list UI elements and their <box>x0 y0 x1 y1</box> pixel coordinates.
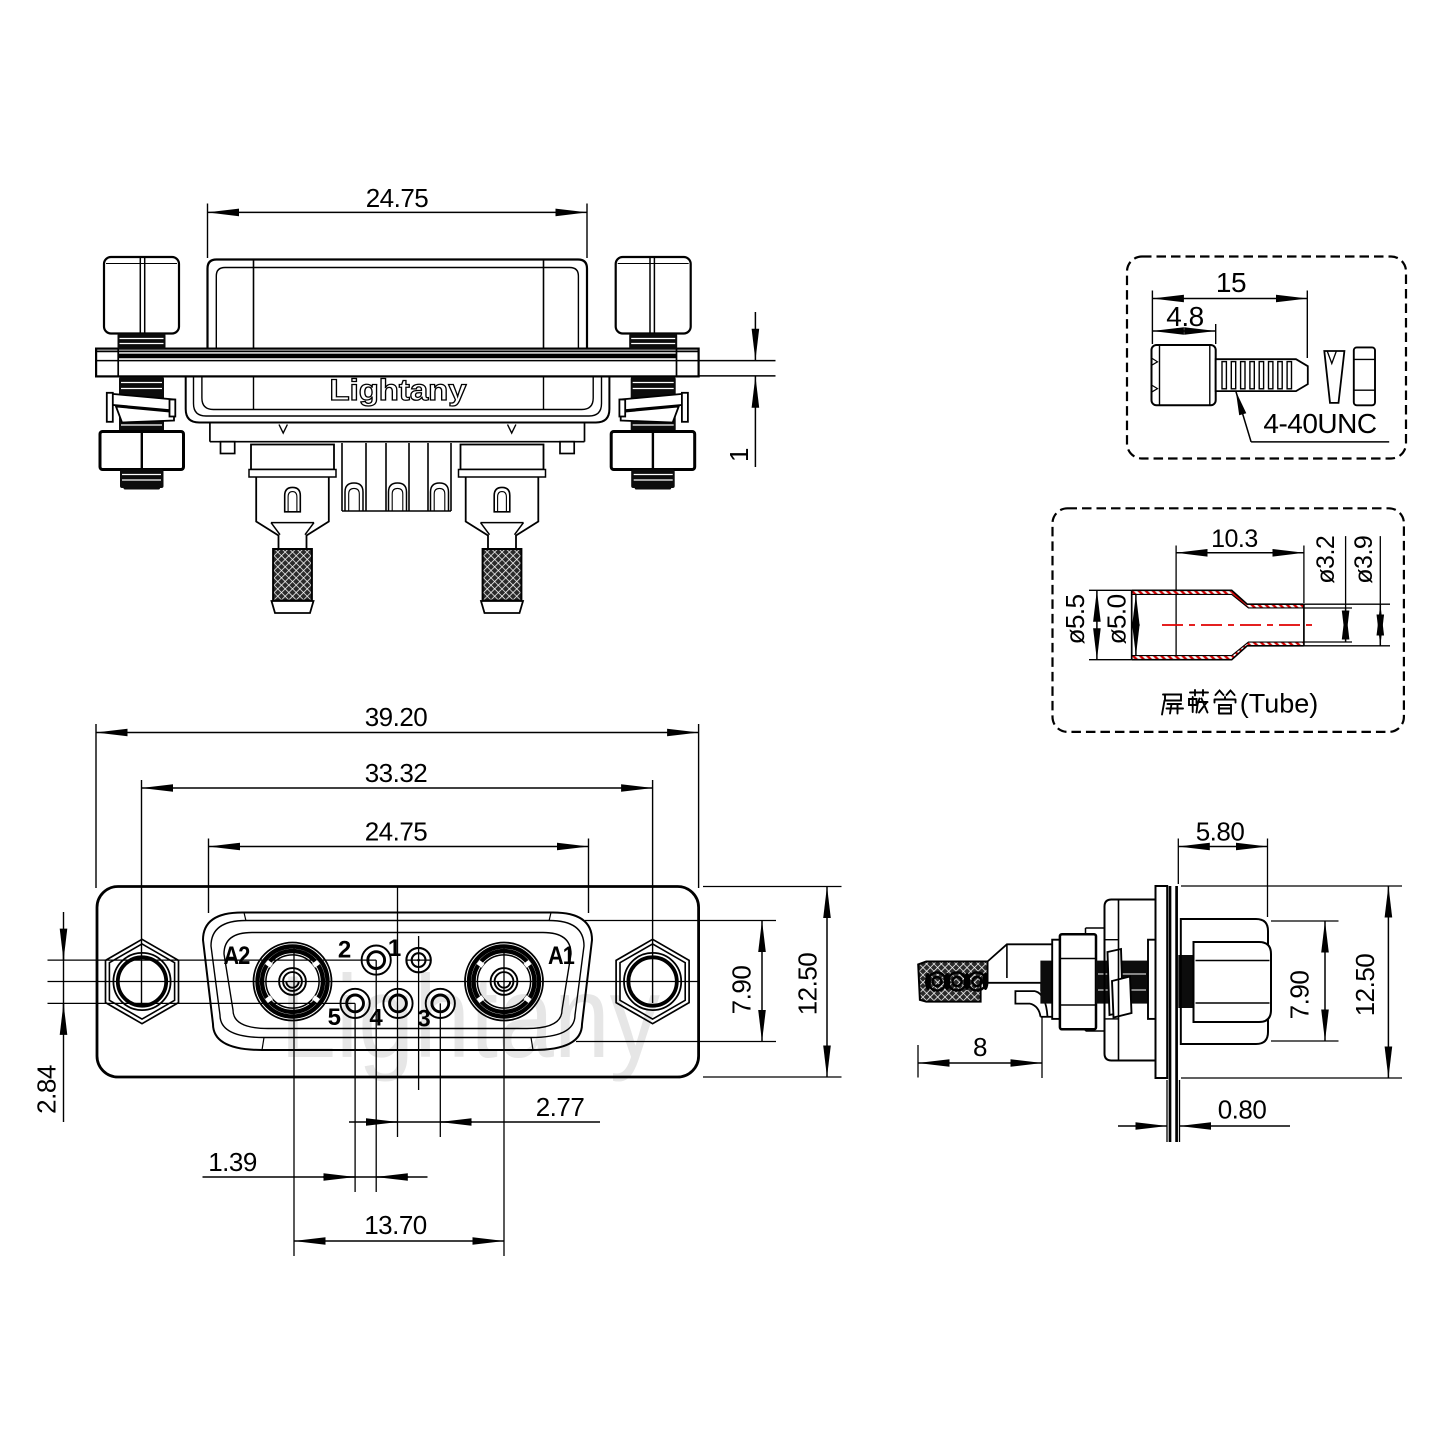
svg-text:3: 3 <box>417 1005 430 1032</box>
svg-text:10.3: 10.3 <box>1211 525 1258 553</box>
svg-text:A1: A1 <box>548 942 575 970</box>
svg-text:15: 15 <box>1216 267 1246 298</box>
svg-text:7.90: 7.90 <box>1285 971 1315 1020</box>
svg-text:Lightany: Lightany <box>330 374 467 407</box>
svg-text:13.70: 13.70 <box>364 1210 427 1240</box>
svg-text:33.32: 33.32 <box>365 758 428 788</box>
svg-text:5: 5 <box>328 1004 341 1031</box>
svg-text:8: 8 <box>973 1032 987 1062</box>
svg-text:24.75: 24.75 <box>366 183 429 213</box>
svg-text:A2: A2 <box>224 942 250 970</box>
svg-text:(Tube): (Tube) <box>1240 689 1319 719</box>
svg-text:2.77: 2.77 <box>536 1092 585 1122</box>
svg-text:2: 2 <box>338 937 351 964</box>
svg-text:1.39: 1.39 <box>208 1147 257 1177</box>
svg-text:ø3.2: ø3.2 <box>1312 536 1340 584</box>
svg-text:ø5.5: ø5.5 <box>1060 594 1090 644</box>
svg-text:12.50: 12.50 <box>1350 954 1380 1017</box>
svg-text:4.8: 4.8 <box>1166 301 1203 332</box>
svg-text:1: 1 <box>388 935 401 962</box>
svg-text:ø5.0: ø5.0 <box>1102 594 1132 644</box>
svg-text:4-40UNC: 4-40UNC <box>1263 408 1376 439</box>
svg-text:2.84: 2.84 <box>32 1065 62 1114</box>
svg-text:7.90: 7.90 <box>727 966 757 1015</box>
svg-text:12.50: 12.50 <box>793 953 823 1016</box>
svg-text:0.80: 0.80 <box>1218 1095 1267 1125</box>
svg-text:39.20: 39.20 <box>365 702 428 732</box>
svg-text:24.75: 24.75 <box>365 817 428 847</box>
svg-text:ø3.9: ø3.9 <box>1350 536 1378 584</box>
svg-text:5.80: 5.80 <box>1196 817 1245 847</box>
svg-text:1: 1 <box>724 448 754 462</box>
svg-text:4: 4 <box>369 1005 383 1032</box>
